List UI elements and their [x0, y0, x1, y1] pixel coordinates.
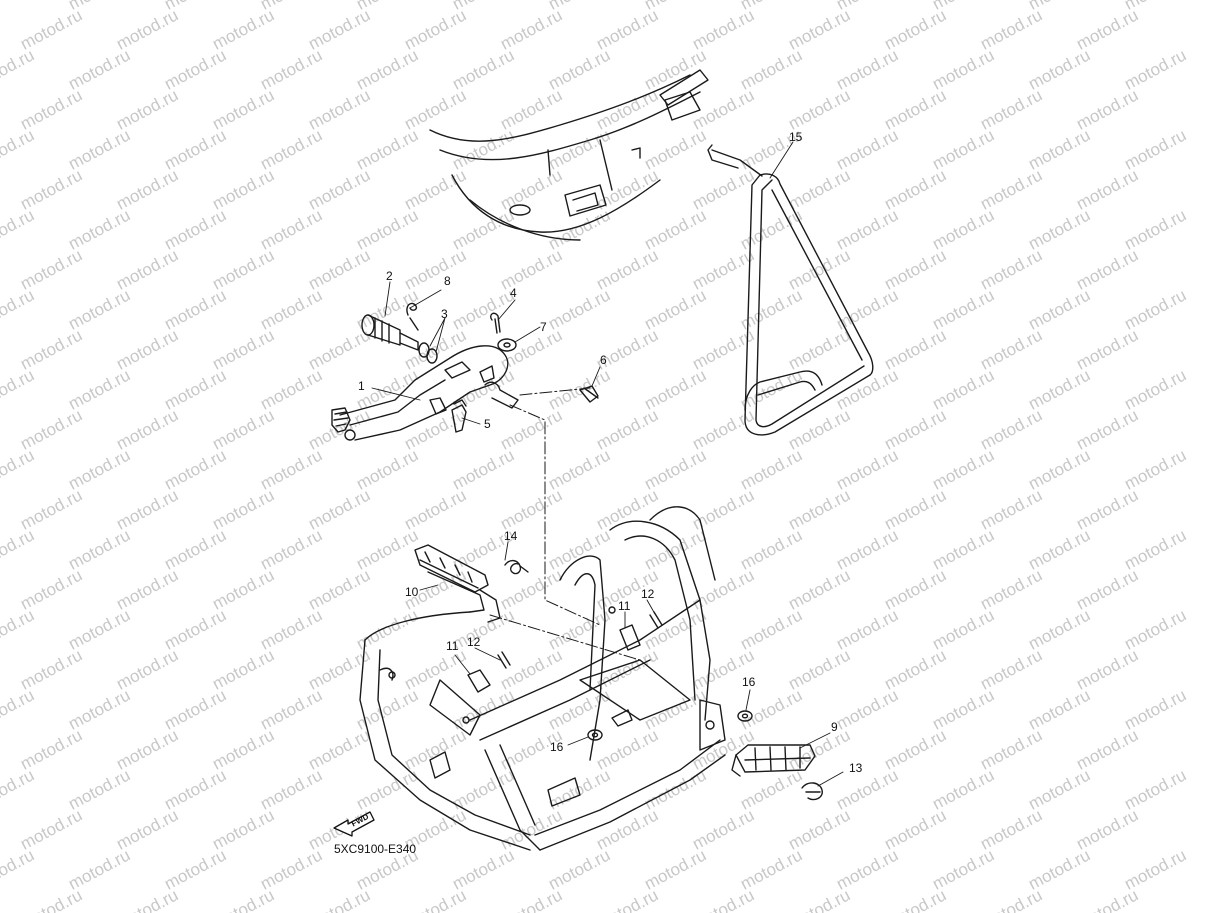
part-clip [407, 303, 418, 330]
part-bolt-6 [485, 382, 598, 408]
part-clip-13 [802, 783, 822, 800]
part-pivot-bolt [362, 315, 418, 350]
callout-16-left: 16 [550, 740, 564, 754]
callout-11-left: 11 [446, 639, 459, 653]
callout-2: 2 [386, 269, 393, 283]
callout-11-right: 11 [618, 599, 631, 613]
callout-13: 13 [849, 761, 863, 775]
fwd-arrow-icon: FWD [330, 800, 378, 840]
part-footrest-left [415, 545, 500, 622]
callout-4: 4 [510, 286, 517, 300]
part-spring [505, 561, 528, 574]
callout-10: 10 [405, 585, 419, 599]
part-clevis [452, 400, 466, 432]
callout-7: 7 [540, 320, 547, 334]
part-bolts-11 [468, 625, 640, 692]
callout-12-left: 12 [467, 635, 481, 649]
part-footrest-right [732, 745, 815, 776]
callout-6: 6 [600, 353, 607, 367]
callout-9: 9 [831, 720, 838, 734]
frame-lower [360, 507, 725, 850]
guide-lines [490, 388, 640, 660]
diagram-code: 5XC9100-E340 [334, 842, 417, 856]
callout-12-right: 12 [641, 587, 655, 601]
callout-14: 14 [504, 529, 518, 543]
part-washers-16 [588, 711, 752, 740]
callout-16-right: 16 [742, 675, 756, 689]
part-cotter-pin [491, 313, 500, 333]
callout-8: 8 [444, 274, 451, 288]
part-stand [708, 145, 873, 435]
callout-1: 1 [358, 379, 365, 393]
callout-3: 3 [441, 307, 448, 321]
callout-5: 5 [484, 417, 491, 431]
callout-15: 15 [789, 130, 803, 144]
leader-lines [372, 142, 843, 786]
part-washer-7 [498, 339, 516, 351]
part-brake-pedal [332, 346, 508, 440]
part-washers [419, 343, 437, 363]
frame-upper-rail [430, 70, 708, 240]
